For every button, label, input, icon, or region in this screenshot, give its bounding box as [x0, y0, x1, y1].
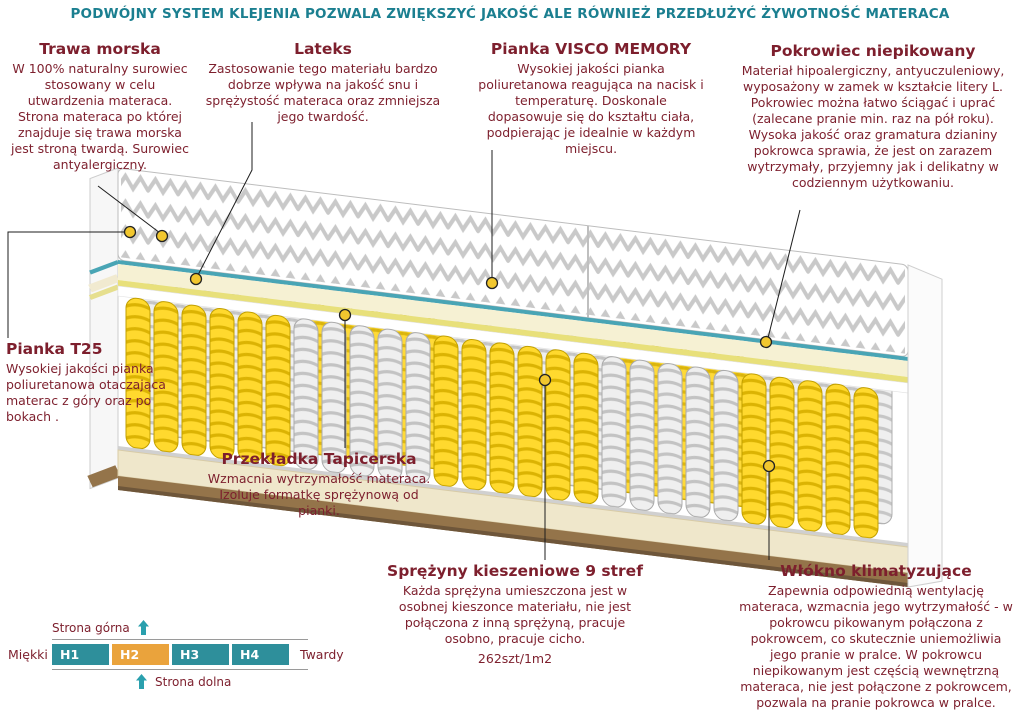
callout-pokrowiec-niepikowany: Pokrowiec niepikowany Materiał hipoalerg… — [732, 42, 1014, 191]
dot-pokrowiec — [759, 335, 773, 349]
line-t25 — [7, 231, 126, 338]
callout-pianka-t25: Pianka T25 Wysokiej jakości pianka poliu… — [6, 340, 168, 425]
firmness-level-h2: H2 — [112, 644, 169, 665]
callout-title: Pokrowiec niepikowany — [770, 42, 976, 60]
dot-sprezyny — [538, 373, 552, 387]
springs-density-spec: 262szt/1m2 — [477, 651, 553, 666]
callout-body: Wysokiej jakości pianka poliuretanowa ot… — [6, 361, 166, 424]
scale-divider — [52, 639, 308, 640]
callout-wlokno-klimatyzujace: Włókno klimatyzujące Zapewnia odpowiedni… — [736, 562, 1016, 711]
callout-lines — [7, 122, 801, 560]
dot-wlokno — [762, 459, 776, 473]
scale-divider — [52, 669, 308, 670]
bottom-side-label: Strona dolna — [155, 674, 232, 689]
line-trawa — [97, 185, 161, 234]
mattress-left-cap — [87, 167, 121, 490]
bottom-side-row: Strona dolna — [136, 674, 356, 689]
callout-pianka-visco-memory: Pianka VISCO MEMORY Wysokiej jakości pia… — [476, 40, 706, 157]
top-side-row: Strona górna — [52, 620, 356, 635]
callout-title: Pianka VISCO MEMORY — [490, 40, 692, 58]
callout-title: Przekładka Tapicerska — [221, 450, 417, 468]
line-lateks — [197, 122, 253, 276]
callout-title: Trawa morska — [39, 40, 161, 58]
soft-label: Miękki — [8, 647, 48, 662]
callout-lateks: Lateks Zastosowanie tego materiału bardz… — [200, 40, 446, 125]
firmness-scale: Strona górna Miękki H1 H2 H3 H4 Twardy S… — [8, 620, 356, 689]
dot-trawa — [155, 229, 169, 243]
callout-title: Włókno klimatyzujące — [780, 562, 972, 580]
callout-body: Wysokiej jakości pianka poliuretanowa re… — [478, 61, 704, 156]
base-layers — [117, 446, 909, 587]
callout-title: Lateks — [294, 40, 352, 58]
mattress-body — [87, 167, 943, 588]
dot-przekladka — [338, 308, 352, 322]
dot-lateks — [189, 272, 203, 286]
callout-title: Sprężyny kieszeniowe 9 stref — [387, 562, 643, 580]
firmness-level-h3: H3 — [172, 644, 229, 665]
dot-visco — [485, 276, 499, 290]
callout-body: W 100% naturalny surowiec stosowany w ce… — [11, 61, 189, 172]
mattress-right-cap — [907, 264, 943, 588]
callout-body: Wzmacnia wytrzymałość materaca. Izoluje … — [207, 471, 431, 518]
callout-sprezyny-kieszeniowe: Sprężyny kieszeniowe 9 stref Każda spręż… — [383, 562, 647, 666]
callout-body: Każda sprężyna umieszczona jest w osobne… — [398, 583, 632, 646]
comfort-layers — [117, 260, 909, 394]
callout-trawa-morska: Trawa morska W 100% naturalny surowiec s… — [8, 40, 192, 173]
callout-body: Zastosowanie tego materiału bardzo dobrz… — [205, 61, 441, 124]
line-pokrowiec — [767, 209, 801, 339]
top-side-label: Strona górna — [52, 620, 130, 635]
hard-label: Twardy — [300, 647, 344, 662]
firmness-level-h4: H4 — [232, 644, 289, 665]
up-arrow-icon — [137, 620, 149, 635]
firmness-level-h1: H1 — [52, 644, 109, 665]
callout-title: Pianka T25 — [6, 340, 103, 358]
callout-body: Zapewnia odpowiednią wentylację materaca… — [739, 583, 1013, 710]
callout-dots — [123, 225, 776, 473]
callout-body: Materiał hipoalergiczny, antyuczuleniowy… — [741, 63, 1005, 190]
callout-przekladka-tapicerska: Przekładka Tapicerska Wzmacnia wytrzymał… — [203, 450, 435, 519]
firmness-levels-row: Miękki H1 H2 H3 H4 Twardy — [8, 644, 356, 665]
header-banner: PODWÓJNY SYSTEM KLEJENIA POZWALA ZWIĘKSZ… — [70, 6, 950, 22]
dot-t25 — [123, 225, 137, 239]
up-arrow-icon — [136, 674, 147, 689]
